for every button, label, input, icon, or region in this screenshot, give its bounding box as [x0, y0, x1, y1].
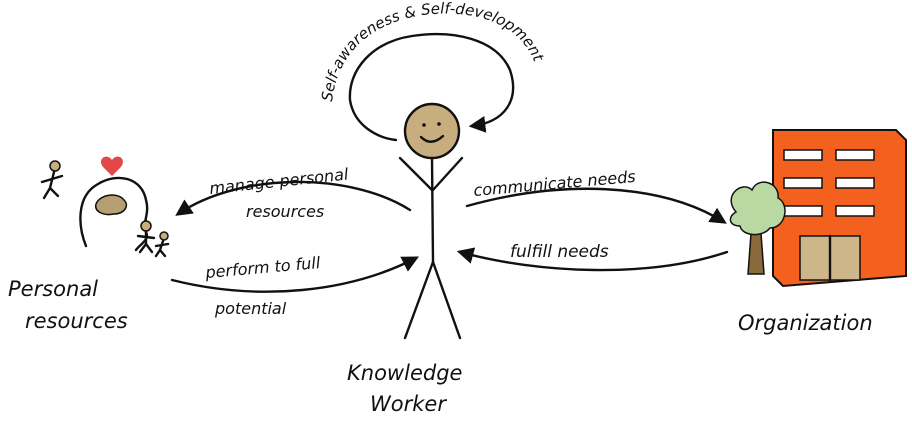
person-icon-3-body	[154, 239, 170, 258]
brain-shape	[95, 194, 128, 216]
building-window	[783, 205, 823, 217]
manage-resources-arrow	[175, 180, 412, 216]
knowledge-worker-label-line1: Knowledge	[347, 361, 462, 385]
building-window	[835, 149, 875, 161]
personal-resources-label-line1: Personal	[8, 277, 98, 301]
building-window	[783, 177, 823, 189]
heart-icon	[101, 156, 123, 176]
person-icon-2-body	[136, 230, 156, 254]
worker-eye-right	[437, 122, 441, 126]
building-window	[783, 149, 823, 161]
self-loop-arrow	[348, 32, 515, 142]
worker-arms	[398, 156, 464, 192]
person-icon-body	[40, 170, 64, 200]
worker-smile	[419, 134, 445, 143]
perform-label-line1: perform to full	[204, 253, 322, 282]
worker-legs	[403, 260, 462, 340]
tree-canopy	[729, 181, 786, 236]
worker-eye-left	[422, 123, 426, 127]
fulfill-label: fulfill needs	[510, 242, 609, 262]
building-window	[835, 177, 875, 189]
manage-label-line2: resources	[246, 202, 324, 221]
personal-resources-label-line2: resources	[25, 309, 128, 333]
manage-label-line1: manage personal	[208, 164, 349, 198]
perform-label-line2: potential	[214, 299, 287, 318]
fulfill-needs-arrow	[456, 247, 729, 272]
personal-resources-illustration	[40, 156, 170, 258]
organization-label: Organization	[738, 311, 873, 335]
communicate-label: communicate needs	[473, 167, 637, 200]
worker-body	[430, 156, 435, 264]
building-window	[835, 205, 875, 217]
person-icon-head	[49, 160, 61, 172]
perform-potential-arrow	[170, 256, 419, 293]
organization-illustration	[729, 129, 907, 288]
worker-head	[403, 102, 461, 160]
person-icon-2-head	[140, 220, 152, 232]
knowledge-worker-label-line2: Worker	[370, 392, 447, 416]
person-icon-3-head	[159, 231, 169, 241]
knowledge-worker-figure	[398, 102, 464, 340]
communicate-needs-arrow	[465, 187, 727, 224]
